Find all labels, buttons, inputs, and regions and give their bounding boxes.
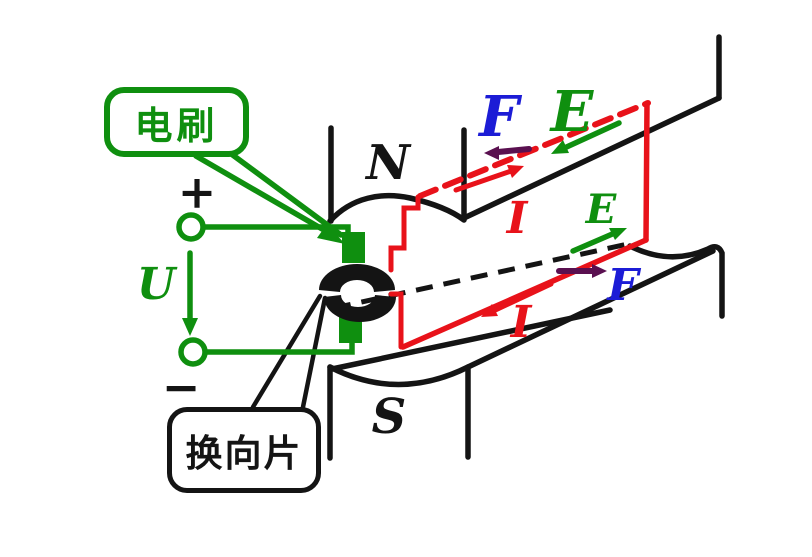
negative-sign: − — [162, 360, 201, 414]
wire-negative-to-brush — [203, 337, 355, 355]
upper-brush — [342, 232, 365, 263]
s-pole-left-rear-edge — [329, 307, 613, 372]
brush-callout-box: 电刷 — [104, 87, 249, 157]
s-pole-rear-edge-diagonal — [465, 248, 716, 370]
negative-terminal — [178, 337, 208, 367]
current-arrow-bottom-shaft — [486, 281, 554, 316]
commutator-callout-box: 换向片 — [167, 407, 321, 493]
coil-lead-lower — [388, 291, 404, 350]
commutator-lower-segment — [324, 295, 396, 322]
voltage-label: U — [137, 259, 178, 310]
commutator-upper-segment — [319, 264, 395, 292]
coil-top-conductor-dashed — [417, 100, 651, 199]
commutator-callout-label: 换向片 — [185, 432, 303, 475]
emf-arrow-top-shaft — [557, 120, 622, 153]
s-pole-face-arc — [327, 364, 471, 388]
current-arrow-top-shaft — [453, 167, 517, 193]
emf-arrowhead-top — [551, 140, 569, 154]
s-pole-rear-notch-and-vertical — [627, 243, 725, 319]
north-pole-label: N — [364, 135, 412, 191]
force-label-bottom: F — [605, 260, 641, 311]
n-pole-rear-edge-diagonal — [461, 95, 722, 221]
brush-callout-line-2 — [227, 150, 344, 238]
emf-arrow-right-shaft — [570, 229, 620, 254]
positive-terminal — [176, 212, 206, 242]
force-arrowhead-top — [484, 146, 499, 160]
force-arrowhead-bottom — [592, 264, 607, 278]
brush-callout-line-1 — [193, 153, 339, 240]
emf-arrowhead-right — [609, 228, 627, 240]
force-arrow-top-shaft — [495, 146, 532, 155]
current-arrowhead-top — [507, 165, 524, 178]
force-label-top: F — [477, 84, 523, 150]
emf-label-top: E — [549, 79, 595, 145]
voltage-arrowhead — [182, 318, 198, 336]
south-pole-label: S — [372, 389, 407, 445]
coil-lead-upper — [388, 194, 421, 273]
n-pole-face-arc — [327, 193, 467, 224]
current-label-bottom: I — [509, 297, 533, 348]
current-label-top: I — [505, 193, 529, 244]
current-arrowhead-bottom — [481, 304, 498, 317]
coil-bottom-conductor — [400, 237, 649, 350]
coil-right-side — [643, 100, 650, 243]
brush-callout-arrowhead — [317, 224, 345, 244]
rotation-axis-dashed-line — [333, 241, 629, 311]
brush-callout-label: 电刷 — [134, 103, 219, 148]
positive-sign: + — [178, 165, 217, 219]
emf-label-right: E — [585, 186, 617, 233]
